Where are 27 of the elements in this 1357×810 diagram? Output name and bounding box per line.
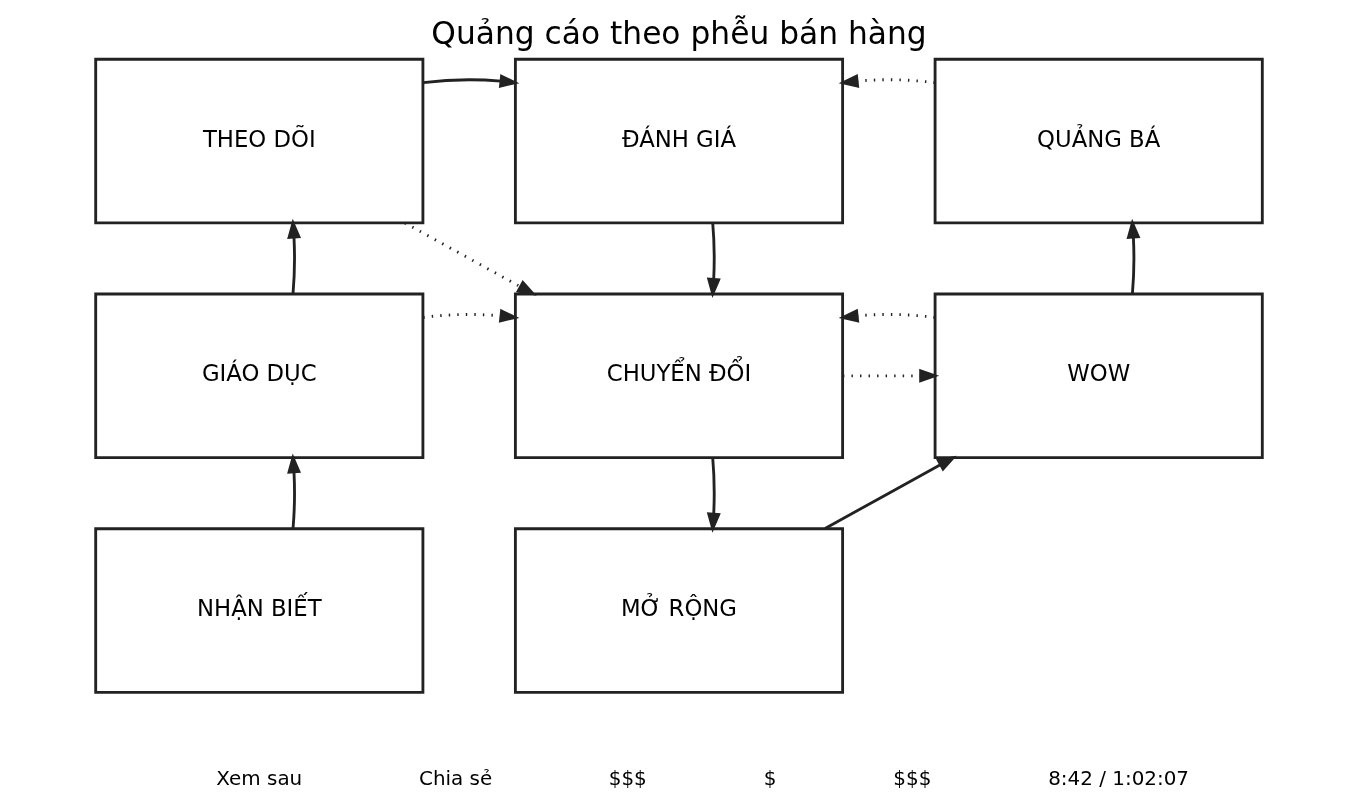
arrow <box>422 74 519 88</box>
node-box: ĐÁNH GIÁ <box>513 57 844 225</box>
arrow <box>838 74 935 88</box>
label: $$$ <box>608 767 647 791</box>
node-box: CHUYỂN ĐỔI <box>513 292 844 460</box>
label: Xem sau <box>215 767 302 791</box>
arrow <box>403 221 537 296</box>
node-box: GIÁO DỤC <box>93 292 424 460</box>
diagram-title: Quảng cáo theo phễu bán hàng <box>430 15 927 52</box>
label: Chia sẻ <box>418 767 492 791</box>
label: $ <box>763 767 776 791</box>
arrow <box>706 457 721 533</box>
node-box: THEO DÕI <box>93 57 424 225</box>
node-box: WOW <box>933 292 1264 460</box>
node-box: NHẬN BIẾT <box>93 527 424 694</box>
arrow <box>823 455 957 530</box>
arrow <box>1126 218 1140 294</box>
label: 8:42 / 1:02:07 <box>1047 767 1189 791</box>
label: $$$ <box>892 767 931 791</box>
arrow <box>842 368 939 383</box>
node-box: MỞ RỘNG <box>513 527 844 694</box>
node-box: QUẢNG BÁ <box>933 57 1264 225</box>
arrow <box>422 308 519 323</box>
arrow <box>286 453 301 529</box>
arrow <box>838 308 935 323</box>
arrow <box>286 218 301 294</box>
arrow <box>706 222 721 298</box>
